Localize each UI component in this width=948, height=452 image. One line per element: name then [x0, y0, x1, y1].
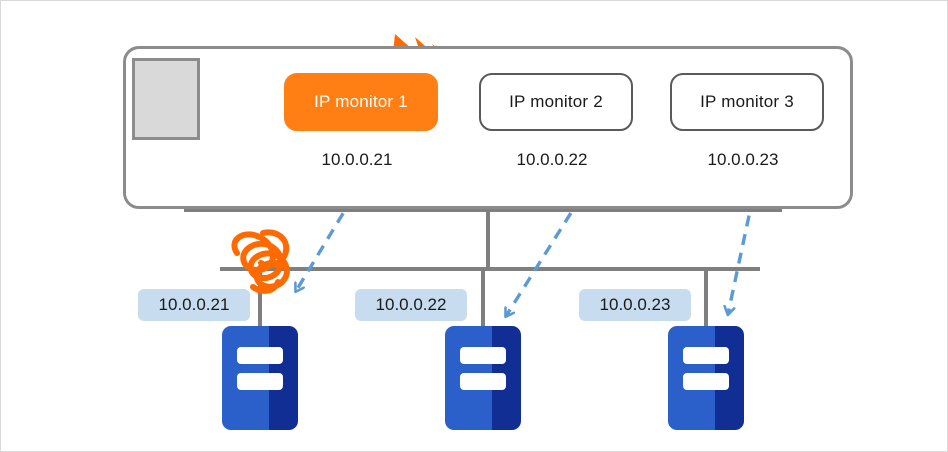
node-2-ip-label: 10.0.0.22	[375, 295, 447, 314]
ip-monitor-2-pill[interactable]: IP monitor 2	[479, 73, 633, 131]
scribble-icon	[231, 229, 290, 294]
server-icon-node-3	[668, 326, 744, 430]
ip-monitor-2-label: IP monitor 2	[509, 92, 603, 111]
arrow-monitor-2	[506, 196, 583, 316]
node-1-ip-label: 10.0.0.21	[158, 295, 230, 314]
arrow-monitor-3	[728, 196, 755, 314]
ip-monitor-1-label: IP monitor 1	[314, 92, 408, 111]
ip-monitor-1-note: 10.0.0.21	[284, 143, 430, 191]
ip-monitor-1-pill[interactable]: IP monitor 1	[284, 73, 438, 131]
ip-monitor-2-ip: 10.0.0.22	[516, 150, 588, 169]
server-icon-node-1	[222, 326, 298, 430]
ip-monitor-2-note: 10.0.0.22	[479, 143, 625, 191]
ip-monitor-3-label: IP monitor 3	[700, 92, 794, 111]
server-icon-node-2	[445, 326, 521, 430]
network-bus-lines	[184, 208, 782, 331]
node-2-ip-chip: 10.0.0.22	[355, 289, 467, 321]
appliance-frame	[132, 58, 200, 140]
ip-monitor-3-pill[interactable]: IP monitor 3	[670, 73, 824, 131]
node-3-ip-label: 10.0.0.23	[599, 295, 671, 314]
node-3-ip-chip: 10.0.0.23	[579, 289, 691, 321]
ip-monitor-3-note: 10.0.0.23	[670, 143, 816, 191]
ip-monitor-1-ip: 10.0.0.21	[321, 150, 393, 169]
ip-monitor-3-ip: 10.0.0.23	[707, 150, 779, 169]
monitor-to-node-arrows	[296, 196, 755, 316]
node-1-ip-chip: 10.0.0.21	[138, 289, 250, 321]
